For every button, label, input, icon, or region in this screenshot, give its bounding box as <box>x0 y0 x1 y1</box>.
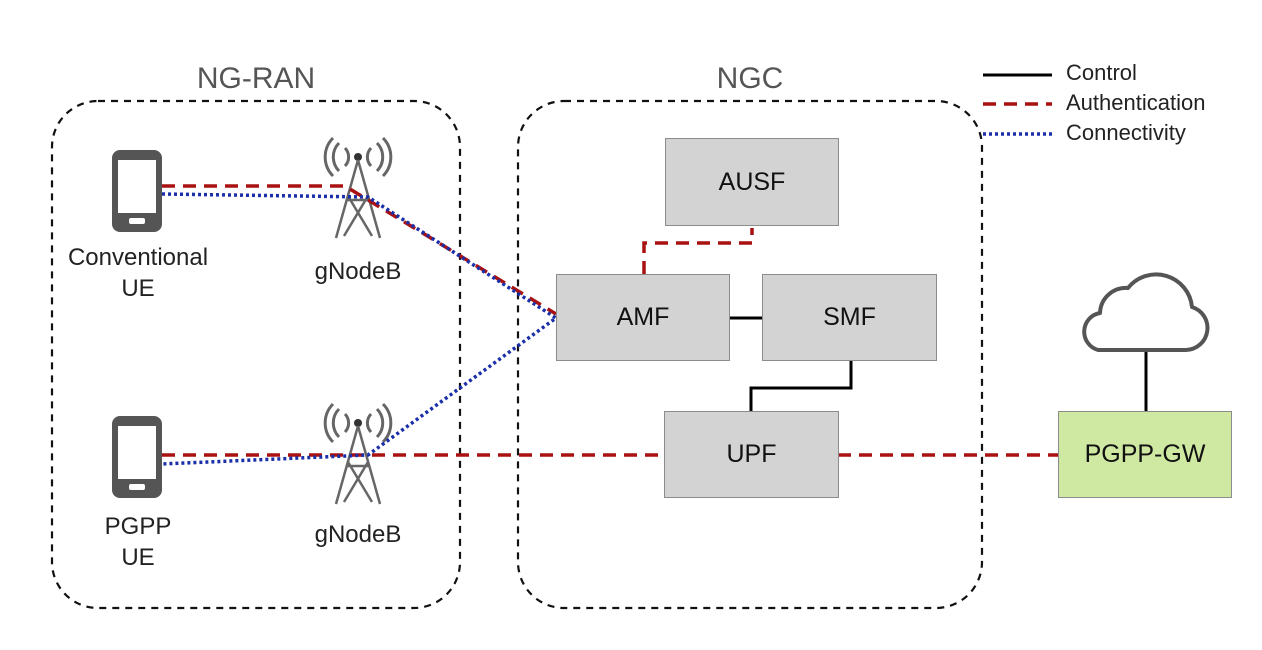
gnodeb-label: gNodeB <box>314 521 402 548</box>
phone-icon <box>112 150 162 232</box>
legend-label-connectivity: Connectivity <box>1066 120 1186 145</box>
antenna-tower-icon <box>323 402 393 444</box>
pgpp-ue-label: PGPP UE <box>48 511 228 573</box>
pgpp-gw-box: PGPP-GW <box>1058 411 1232 498</box>
smf-box: SMF <box>762 274 937 361</box>
gnodeb-label: gNodeB <box>314 258 402 285</box>
antenna-tower-icon <box>334 419 382 505</box>
legend-label-authentication: Authentication <box>1066 90 1206 115</box>
ngc-title: NGC <box>716 62 784 95</box>
conventional-ue-label-line1: Conventional <box>67 244 209 271</box>
control-link <box>730 316 1148 412</box>
antenna-tower-icon <box>323 136 393 178</box>
ng-ran-title: NG-RAN <box>196 62 316 95</box>
conventional-ue-label-line2: UE <box>121 275 155 302</box>
phone-icon <box>112 416 162 498</box>
pgpp-ue-label-line1: PGPP <box>104 513 172 540</box>
amf-box: AMF <box>556 274 730 361</box>
authentication-link <box>162 184 1058 457</box>
ausf-box: AUSF <box>665 138 839 226</box>
ng-ran-region <box>50 99 462 610</box>
cloud-icon <box>1082 272 1210 352</box>
legend-label-control: Control <box>1066 60 1137 85</box>
ngc-region <box>516 99 984 610</box>
upf-box: UPF <box>664 411 839 498</box>
conventional-ue-label: Conventional UE <box>48 242 228 304</box>
pgpp-ue-label-line2: UE <box>121 544 155 571</box>
